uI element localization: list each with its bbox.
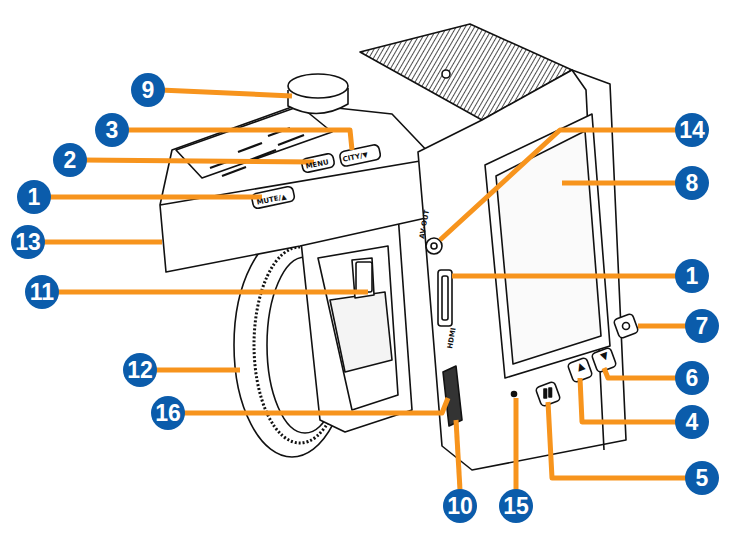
callout-number: 1 — [675, 259, 709, 293]
callout-number: 4 — [675, 405, 709, 439]
callout-number: 13 — [11, 225, 45, 259]
callout-number: 14 — [675, 113, 709, 147]
callout-number: 2 — [53, 143, 87, 177]
callout-number: 5 — [685, 461, 719, 495]
callout-number: 11 — [25, 275, 59, 309]
callout-number: 9 — [131, 73, 165, 107]
callout-number: 12 — [123, 353, 157, 387]
callout-number: 3 — [95, 113, 129, 147]
callout-number: 8 — [675, 166, 709, 200]
callout-number: 7 — [685, 309, 719, 343]
callout-number: 6 — [675, 361, 709, 395]
callout-number: 15 — [499, 489, 533, 523]
callout-number: 16 — [151, 396, 185, 430]
callout-number: 1 — [17, 180, 51, 214]
callout-number: 10 — [443, 489, 477, 523]
